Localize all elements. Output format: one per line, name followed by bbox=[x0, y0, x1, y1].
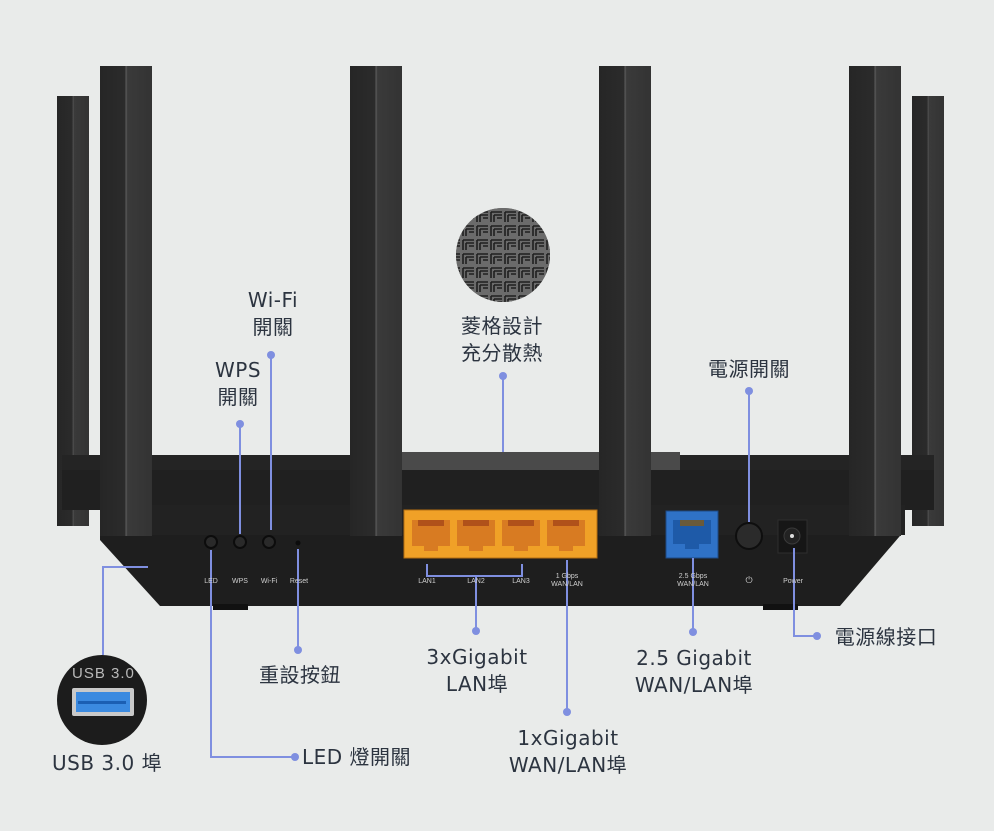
callout-wps-switch-line1: WPS bbox=[214, 358, 262, 382]
callout-heat-line1: 菱格設計 bbox=[461, 314, 543, 338]
antenna-front-4 bbox=[849, 66, 901, 536]
panel-label-wan-1g-speed: 1 Gbps bbox=[555, 573, 579, 580]
callout-wps-switch: WPS 開關 bbox=[204, 357, 272, 411]
panel-label-wan-25g-speed: 2.5 Gbps bbox=[678, 573, 708, 580]
leader-lines bbox=[102, 357, 817, 758]
wan-lan-2-5g-port[interactable] bbox=[665, 510, 719, 559]
panel-label-wan-25g: 2.5 Gbps WAN/LAN bbox=[671, 573, 715, 589]
grid-texture-inset bbox=[456, 208, 550, 302]
leader-lan bbox=[426, 564, 523, 630]
led-button[interactable] bbox=[204, 535, 218, 549]
callout-lan-line1: 3xGigabit bbox=[426, 645, 528, 669]
callout-lan-line2: LAN埠 bbox=[445, 672, 509, 696]
power-button[interactable] bbox=[735, 522, 763, 550]
panel-label-lan1: LAN1 bbox=[418, 578, 436, 585]
usb-inset-text: USB 3.0 bbox=[72, 665, 135, 682]
callout-power-switch: 電源開關 bbox=[708, 357, 790, 381]
callout-wan-lan-1g: 1xGigabit WAN/LAN埠 bbox=[498, 725, 638, 779]
antenna-front-2 bbox=[350, 66, 402, 536]
callout-wps-switch-line2: 開關 bbox=[217, 385, 259, 409]
wps-button[interactable] bbox=[233, 535, 247, 549]
callout-heat-dissipation: 菱格設計 充分散熱 bbox=[440, 313, 564, 367]
callout-lan-ports: 3xGigabit LAN埠 bbox=[420, 644, 534, 698]
panel-label-led: LED bbox=[204, 578, 218, 585]
callout-wifi-switch-line2: 開關 bbox=[252, 315, 294, 339]
wan-lan-1g-port[interactable] bbox=[547, 520, 585, 551]
lan2-port[interactable] bbox=[457, 520, 495, 551]
callout-led-switch: LED 燈開關 bbox=[302, 745, 412, 769]
callout-wifi-switch-line1: Wi-Fi bbox=[247, 288, 299, 312]
panel-label-power: Power bbox=[783, 578, 803, 585]
panel-label-wan-25g-type: WAN/LAN bbox=[677, 581, 709, 588]
antenna-rear-left bbox=[57, 96, 89, 526]
panel-label-wifi: Wi-Fi bbox=[260, 578, 278, 585]
leader-usb bbox=[102, 566, 148, 655]
power-symbol-icon: ⏻ bbox=[745, 575, 753, 585]
power-connector[interactable] bbox=[777, 519, 808, 554]
panel-label-wps: WPS bbox=[232, 578, 248, 585]
callout-wan-1g-line2: WAN/LAN埠 bbox=[508, 753, 628, 777]
wifi-button[interactable] bbox=[262, 535, 276, 549]
antenna-front-3 bbox=[599, 66, 651, 536]
callout-reset-button: 重設按鈕 bbox=[259, 663, 341, 687]
callout-wifi-switch: Wi-Fi 開關 bbox=[236, 287, 310, 341]
leader-power-connector bbox=[793, 548, 817, 637]
callout-power-connector: 電源線接口 bbox=[834, 625, 938, 649]
callout-wan-lan-25g: 2.5 Gigabit WAN/LAN埠 bbox=[624, 645, 764, 699]
callout-usb-port: USB 3.0 埠 bbox=[52, 751, 163, 775]
panel-label-reset: Reset bbox=[289, 578, 309, 585]
lan1-port[interactable] bbox=[412, 520, 450, 551]
panel-label-lan3: LAN3 bbox=[512, 578, 530, 585]
leader-dots bbox=[236, 351, 821, 761]
panel-label-wan-1g: 1 Gbps WAN/LAN bbox=[545, 573, 589, 589]
lan3-port[interactable] bbox=[502, 520, 540, 551]
callout-wan-1g-line1: 1xGigabit bbox=[517, 726, 619, 750]
panel-label-lan2: LAN2 bbox=[467, 578, 485, 585]
usb-port-inset bbox=[57, 655, 147, 745]
antenna-front-1 bbox=[100, 66, 152, 536]
reset-pinhole[interactable] bbox=[295, 540, 301, 546]
leader-led bbox=[210, 550, 295, 758]
antenna-rear-right bbox=[912, 96, 944, 526]
callout-wan-25g-line1: 2.5 Gigabit bbox=[636, 646, 752, 670]
callout-wan-25g-line2: WAN/LAN埠 bbox=[634, 673, 754, 697]
callout-heat-line2: 充分散熱 bbox=[461, 341, 543, 365]
panel-label-wan-1g-type: WAN/LAN bbox=[551, 581, 583, 588]
